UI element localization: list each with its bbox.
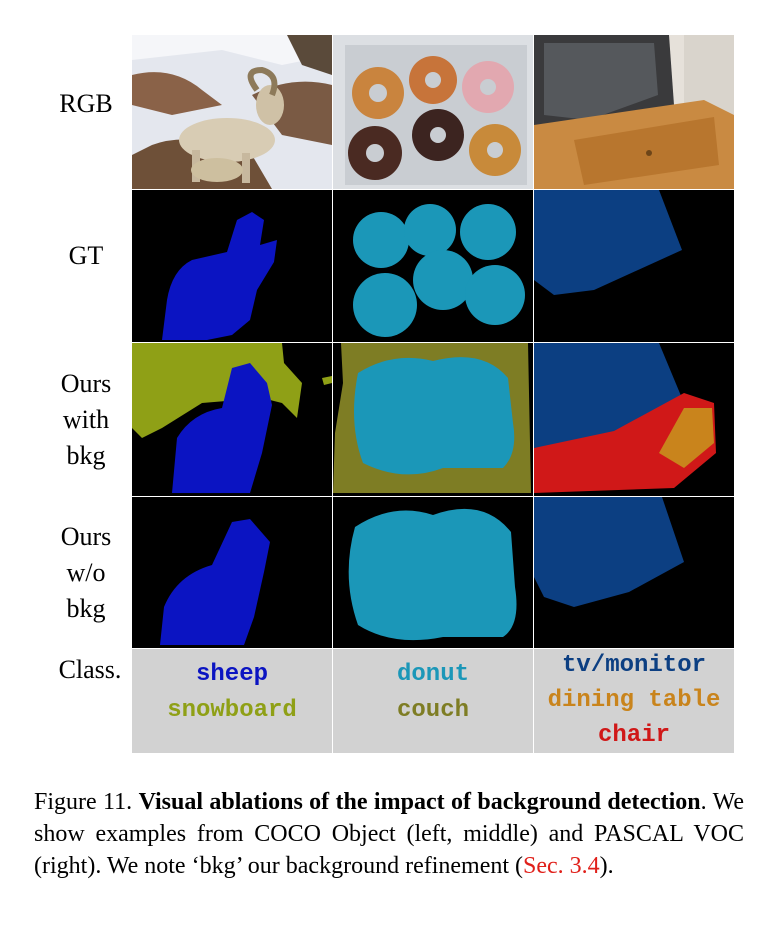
- row-label-ours-without-bkg: Ours w/o bkg: [60, 522, 112, 623]
- gt-mask-sheep: [132, 190, 332, 342]
- without-bkg-mask-sheep: [132, 497, 332, 648]
- row-label-rgb: RGB: [59, 89, 113, 118]
- class-label-chair: chair: [597, 722, 670, 749]
- row-label-gt: GT: [68, 241, 104, 270]
- figure-caption: Figure 11. Visual ablations of the impac…: [34, 789, 745, 879]
- class-label-sheep: sheep: [195, 661, 268, 688]
- with-bkg-mask-sheep: [132, 343, 332, 496]
- row-label-classes: Class.: [58, 655, 122, 684]
- class-panel-right: tv/monitor dining table chair: [534, 649, 734, 753]
- row-label-ours-with-bkg: Ours with bkg: [60, 369, 112, 470]
- class-panel-left: sheep snowboard: [132, 649, 332, 753]
- without-bkg-mask-donuts: [333, 497, 533, 648]
- class-label-donut: donut: [396, 661, 469, 688]
- rgb-image-donuts: [333, 35, 533, 189]
- without-bkg-mask-tv: [534, 497, 734, 648]
- class-label-tv-monitor: tv/monitor: [561, 652, 707, 679]
- gt-mask-tv: [534, 190, 734, 342]
- rgb-image-sheep: [132, 35, 332, 189]
- rgb-image-tv: [534, 35, 734, 189]
- class-panel-middle: donut couch: [333, 649, 533, 753]
- class-label-dining-table: dining table: [547, 687, 721, 714]
- class-label-snowboard: snowboard: [167, 697, 297, 724]
- with-bkg-mask-donuts: [333, 343, 533, 496]
- caption-title: Visual ablations of the impact of backgr…: [138, 789, 701, 815]
- section-reference-link[interactable]: Sec. 3.4: [523, 853, 600, 879]
- gt-mask-donuts: [333, 190, 533, 342]
- with-bkg-mask-tv: [534, 343, 734, 496]
- class-label-couch: couch: [396, 697, 469, 724]
